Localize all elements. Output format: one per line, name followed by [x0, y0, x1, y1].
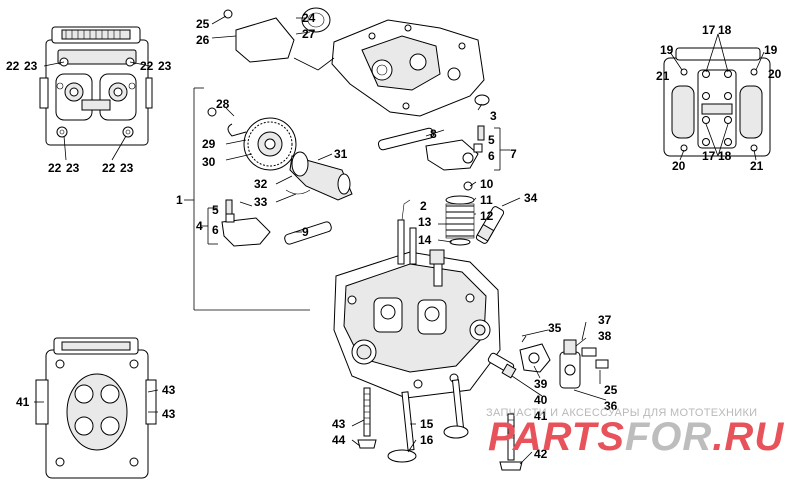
watermark-logo-main: PARTS — [488, 415, 625, 459]
callout-labels: 1 2 3 4 5 5 6 6 7 8 9 10 11 12 13 14 15 … — [6, 11, 782, 461]
head-underside-view — [34, 337, 159, 479]
watermark-tagline: ЗАПЧАСТИ И АКСЕССУАРЫ ДЛЯ МОТОТЕХНИКИ — [486, 407, 757, 419]
callout-11: 11 — [480, 193, 493, 207]
callout-18: 18 — [718, 149, 732, 163]
head-top-view-left — [39, 26, 153, 161]
callout-21: 21 — [750, 159, 764, 173]
cylinder-head — [333, 199, 501, 399]
callout-40: 40 — [534, 393, 548, 407]
spark-plug — [475, 197, 521, 244]
callout-18: 18 — [718, 23, 732, 37]
callout-31: 31 — [334, 147, 348, 161]
callout-42: 42 — [534, 447, 548, 461]
callout-6: 6 — [488, 149, 495, 163]
callout-23: 23 — [66, 161, 80, 175]
callout-14: 14 — [418, 233, 432, 247]
callout-41: 41 — [534, 409, 548, 423]
callout-12: 12 — [480, 209, 494, 223]
callout-15: 15 — [420, 417, 434, 431]
callout-8: 8 — [430, 127, 437, 141]
callout-23: 23 — [24, 59, 38, 73]
callout-43: 43 — [332, 417, 346, 431]
callout-26: 26 — [196, 33, 210, 47]
callout-22: 22 — [6, 59, 20, 73]
callout-22: 22 — [48, 161, 62, 175]
callout-22: 22 — [140, 59, 154, 73]
valve-cover — [211, 7, 490, 117]
callout-25: 25 — [604, 383, 618, 397]
callout-36: 36 — [604, 399, 618, 413]
callout-25: 25 — [196, 17, 210, 31]
callout-43: 43 — [162, 383, 176, 397]
valve-spring-stack — [437, 181, 477, 292]
callout-13: 13 — [418, 215, 432, 229]
callout-2: 2 — [420, 199, 427, 213]
valves-and-studs — [351, 379, 533, 471]
callout-19: 19 — [660, 43, 674, 57]
callout-16: 16 — [420, 433, 434, 447]
callout-27: 27 — [302, 27, 316, 41]
callout-28: 28 — [216, 97, 230, 111]
callout-39: 39 — [534, 377, 548, 391]
callout-22: 22 — [102, 161, 116, 175]
callout-7: 7 — [510, 147, 517, 161]
callout-23: 23 — [120, 161, 134, 175]
callout-9: 9 — [302, 225, 309, 239]
callout-33: 33 — [254, 195, 268, 209]
callout-1: 1 — [176, 193, 183, 207]
sensor-and-thermostat — [487, 321, 609, 401]
callout-29: 29 — [202, 137, 216, 151]
callout-37: 37 — [598, 313, 612, 327]
callout-20: 20 — [768, 67, 782, 81]
callout-17: 17 — [702, 23, 716, 37]
callout-44: 44 — [332, 433, 346, 447]
callout-4: 4 — [196, 219, 203, 233]
callout-3: 3 — [490, 109, 497, 123]
callout-34: 34 — [524, 191, 538, 205]
camshaft-sprocket-group — [184, 87, 353, 311]
callout-30: 30 — [202, 155, 216, 169]
head-cover-view-right — [663, 33, 771, 161]
callout-41: 41 — [16, 395, 30, 409]
callout-38: 38 — [598, 329, 612, 343]
watermark-logo: PARTSFOR.RU — [488, 415, 784, 459]
callout-21: 21 — [656, 69, 670, 83]
callout-20: 20 — [672, 159, 686, 173]
rocker-arm-group — [200, 125, 510, 247]
callout-5: 5 — [212, 203, 219, 217]
callout-23: 23 — [158, 59, 172, 73]
callout-10: 10 — [480, 177, 494, 191]
watermark-logo-for: FOR — [625, 415, 712, 459]
callout-19: 19 — [764, 43, 778, 57]
callout-24: 24 — [302, 11, 316, 25]
watermark-logo-tld: .RU — [712, 415, 784, 459]
callout-5: 5 — [488, 133, 495, 147]
callout-6: 6 — [212, 223, 219, 237]
callout-17: 17 — [702, 149, 716, 163]
callout-43: 43 — [162, 407, 176, 421]
callout-32: 32 — [254, 177, 268, 191]
watermark: ЗАПЧАСТИ И АКСЕССУАРЫ ДЛЯ МОТОТЕХНИКИ PA… — [486, 407, 784, 459]
callout-35: 35 — [548, 321, 562, 335]
